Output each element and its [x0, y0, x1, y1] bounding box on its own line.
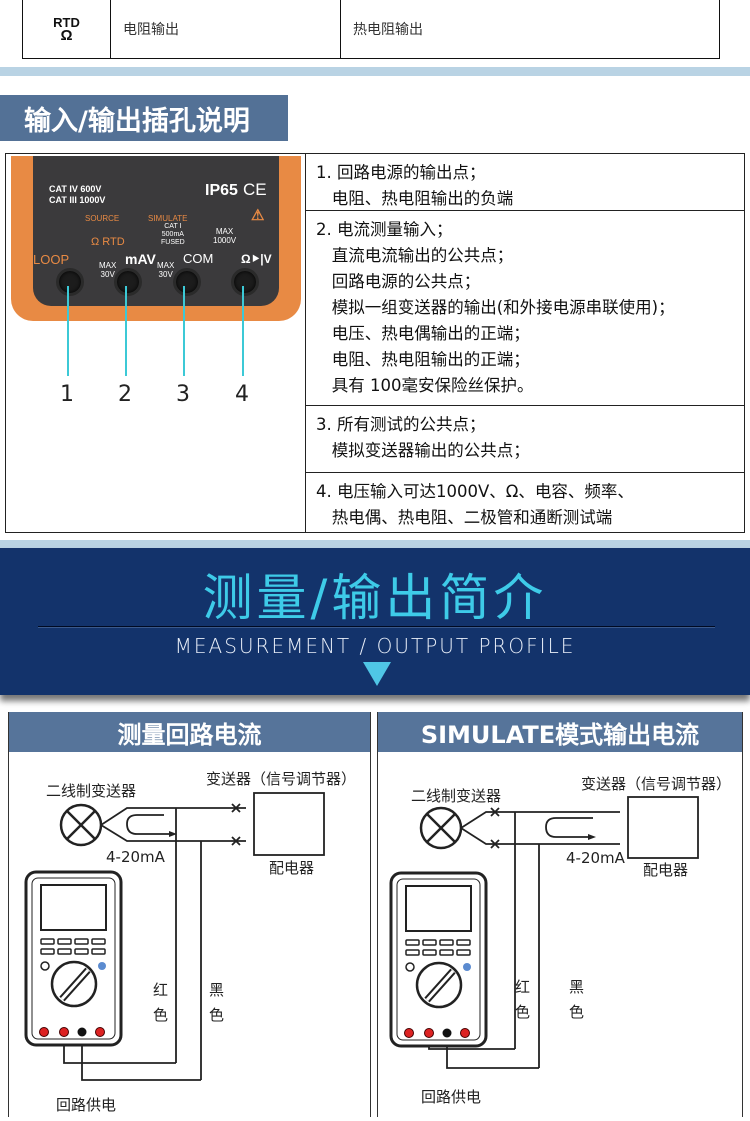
transmitter-lamp-icon: [59, 803, 103, 847]
banner-title: 测量/输出简介: [202, 569, 548, 627]
loop-power-label: 回路供电: [421, 1088, 481, 1106]
current-label: 4-20mA: [106, 848, 166, 866]
loop-label: LOOP: [33, 252, 70, 267]
com-label: COM: [183, 251, 214, 266]
red-lead-label: 红: [515, 978, 530, 996]
pointer-line: [242, 286, 244, 376]
banner-subtitle: MEASUREMENT / OUTPUT PROFILE: [174, 634, 576, 658]
divider-bar: [0, 67, 750, 76]
jack-number: 1: [60, 382, 74, 407]
red-lead-label: 色: [515, 1003, 530, 1021]
distributor-box: [627, 796, 699, 859]
warning-icon: ⚠: [251, 207, 265, 224]
arrow-icon: [588, 834, 596, 840]
arrow-icon: [169, 831, 177, 837]
section-banner: 测量/输出简介 MEASUREMENT / OUTPUT PROFILE: [0, 548, 750, 695]
descriptions: 1. 回路电源的输出点； 电阻、热电阻输出的负端 2. 电流测量输入； 直流电流…: [306, 154, 744, 532]
section-heading: 输入/输出插孔说明: [0, 95, 288, 141]
ce-mark: CE: [243, 180, 267, 199]
jack-3-description: 3. 所有测试的公共点； 模拟变送器输出的公共点；: [306, 406, 744, 473]
red-lead-label: 红: [153, 981, 168, 999]
black-lead-label: 黑: [569, 978, 584, 996]
jack-number: 4: [235, 382, 249, 407]
black-lead-label: 黑: [209, 981, 224, 999]
transmitter-lamp-icon: [419, 806, 463, 850]
loop-power-label: 回路供电: [56, 1096, 116, 1114]
panel-title: 测量回路电流: [9, 712, 370, 752]
transmitter-label: 二线制变送器: [46, 782, 136, 800]
source-label: SOURCE: [85, 214, 120, 223]
description-cell: 热电阻输出: [353, 22, 423, 38]
measure-loop-current-panel: 测量回路电流 二线制变送器 变送器（信号调节器） 4-20mA 配电器 红 色 …: [8, 712, 371, 1117]
banner-divider: [38, 626, 715, 628]
ip-rating: IP65: [205, 182, 238, 199]
simulate-label: SIMULATE: [148, 214, 188, 223]
wiring-diagram: 二线制变送器 变送器（信号调节器） 4-20mA 配电器 红 色 黑 色 回路供…: [9, 770, 356, 1114]
distributor-label: 配电器: [643, 861, 688, 879]
transmitter-label: 二线制变送器: [411, 787, 501, 805]
meter-jack-photo: CAT IV 600V CAT III 1000V IP65 CE ⚠ SOUR…: [11, 156, 301, 321]
conditioner-label: 变送器（信号调节器）: [206, 770, 356, 788]
ohm-v-label: Ω⯈|V: [241, 252, 272, 266]
current-label: 4-20mA: [566, 849, 626, 867]
jack-1-description: 1. 回路电源的输出点； 电阻、热电阻输出的负端: [306, 154, 744, 211]
red-lead-label: 色: [153, 1006, 168, 1024]
distributor-box: [253, 792, 325, 856]
mav-label: mAV: [125, 251, 156, 267]
simulate-output-panel: SIMULATE模式输出电流 二线制变送器 变送器（信号调节器） 4-20mA …: [377, 712, 743, 1117]
mav-jack: [114, 268, 142, 296]
jack-photo-cell: CAT IV 600V CAT III 1000V IP65 CE ⚠ SOUR…: [6, 154, 306, 532]
rtd-label: Ω RTD: [91, 236, 125, 248]
function-cell: 电阻输出: [111, 0, 341, 58]
pointer-line: [67, 286, 69, 376]
pointer-line: [125, 286, 127, 376]
down-triangle-icon: [363, 662, 391, 686]
meter-panel: CAT IV 600V CAT III 1000V IP65 CE ⚠ SOUR…: [33, 156, 279, 306]
black-lead-label: 色: [569, 1003, 584, 1021]
jack-description-table: CAT IV 600V CAT III 1000V IP65 CE ⚠ SOUR…: [5, 153, 745, 533]
panel-title: SIMULATE模式输出电流: [378, 712, 742, 752]
jack-4-description: 4. 电压输入可达1000V、Ω、电容、频率、 热电偶、热电阻、二极管和通断测试…: [316, 482, 634, 527]
com-jack: [173, 268, 201, 296]
black-lead-label: 色: [209, 1006, 224, 1024]
jack-number: 2: [118, 382, 132, 407]
cat-rating: CAT IV 600V: [49, 184, 102, 194]
wiring-diagram: 二线制变送器 变送器（信号调节器） 4-20mA 配电器 红 色 黑 色 回路供…: [378, 775, 731, 1106]
divider-bar: [0, 540, 750, 549]
multimeter-icon: [26, 872, 121, 1045]
pointer-line: [183, 286, 185, 376]
conditioner-label: 变送器（信号调节器）: [581, 775, 731, 793]
loop-jack: [56, 268, 84, 296]
cat-rating: CAT III 1000V: [49, 195, 106, 205]
ohm-v-jack: [231, 268, 259, 296]
distributor-label: 配电器: [269, 859, 314, 877]
multimeter-icon: [391, 873, 486, 1046]
jack-number: 3: [176, 382, 190, 407]
jack-2-description: 2. 电流测量输入； 直流电流输出的公共点； 回路电源的公共点； 模拟一组变送器…: [306, 211, 744, 406]
